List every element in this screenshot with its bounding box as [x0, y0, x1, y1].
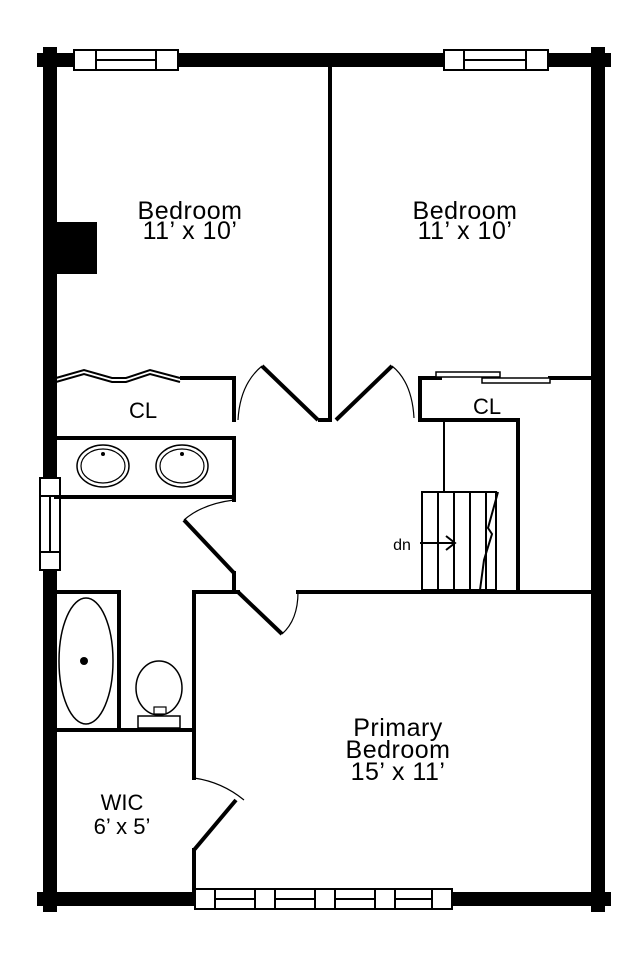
closet-left-bifold-door [55, 368, 181, 383]
closet-right-label: CL [473, 394, 501, 419]
primary-bedroom-name-line2: Bedroom [346, 736, 451, 764]
bedroom-left-size: 11’ x 10’ [143, 217, 238, 245]
sink-left [76, 444, 130, 488]
bedroom-right-size: 11’ x 10’ [418, 217, 513, 245]
door-wic [192, 777, 245, 852]
toilet [135, 660, 183, 729]
interior-walls [54, 64, 594, 895]
door-primary [236, 590, 299, 636]
window-top-right [443, 49, 549, 71]
wic-name: WIC [101, 790, 144, 815]
primary-bedroom-name-line1: Primary [353, 714, 443, 742]
window-left-bath [39, 477, 61, 571]
window-bottom [194, 888, 453, 910]
room-labels: Bedroom 11’ x 10’ Bedroom 11’ x 10’ CL C… [94, 197, 518, 839]
door-bedroom-right [334, 364, 415, 422]
closet-left-label: CL [129, 398, 157, 423]
sink-right [155, 444, 209, 488]
window-top-left [73, 49, 179, 71]
stairs [420, 491, 499, 591]
door-bedroom-left [237, 364, 330, 422]
closet-right-sliding-door [435, 371, 551, 384]
double-vanity [76, 444, 209, 488]
bathtub [58, 597, 114, 725]
primary-bedroom-size: 15’ x 11’ [351, 758, 446, 786]
chimney-block [56, 222, 97, 274]
wic-size: 6’ x 5’ [94, 814, 151, 839]
bedroom-left-name: Bedroom [138, 197, 243, 225]
bedroom-right-name: Bedroom [413, 197, 518, 225]
door-bath [182, 499, 236, 575]
stairs-down-label: dn [393, 537, 411, 554]
